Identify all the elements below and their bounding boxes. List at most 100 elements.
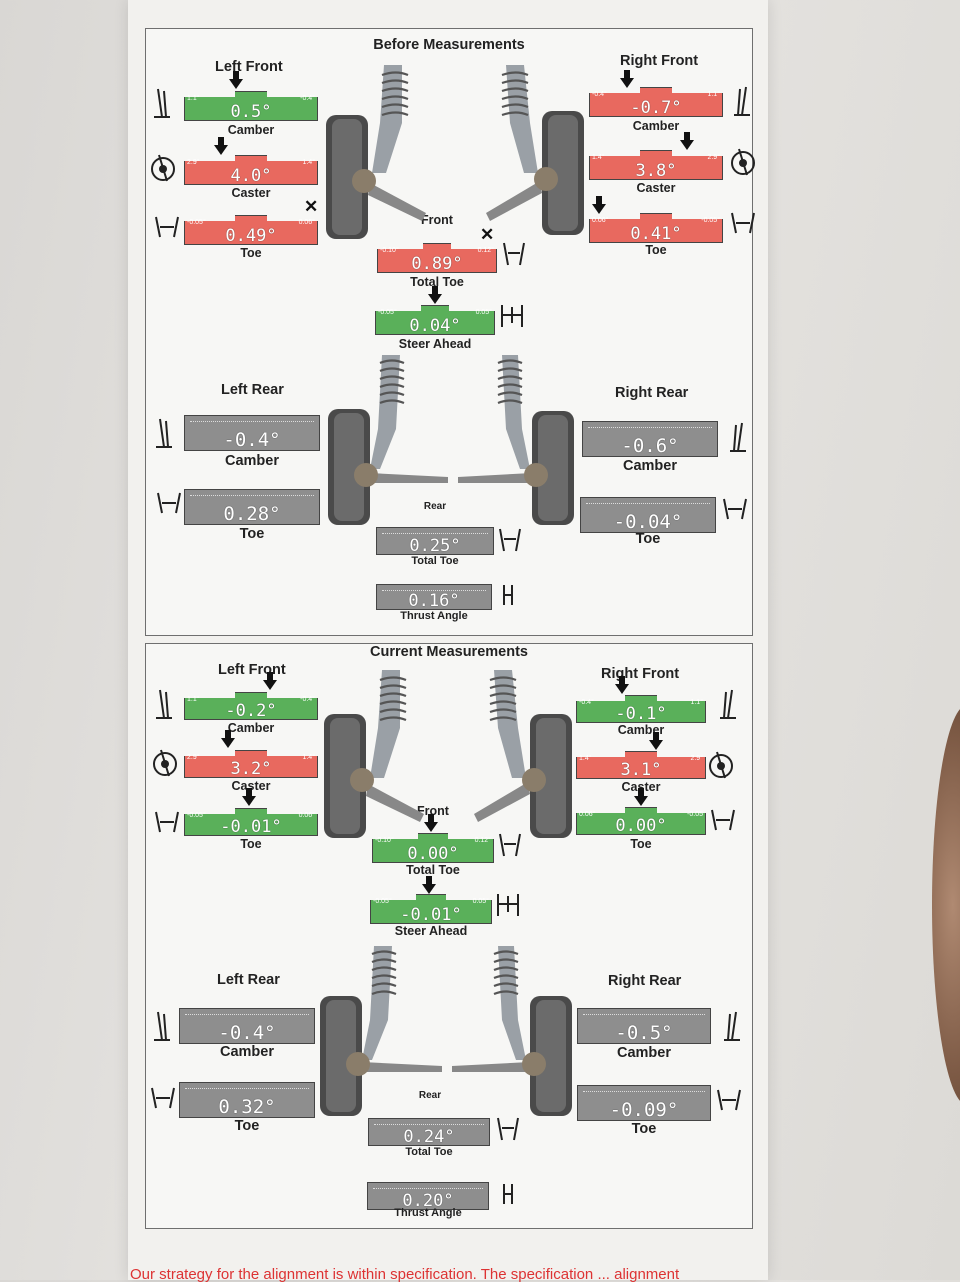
rf-toe-icon (711, 809, 735, 831)
thrust-angle-gauge: 0.16° (376, 584, 492, 611)
front-axle-label: Front (417, 804, 449, 818)
gauge-min-label: 0.06° (592, 217, 609, 224)
gauge-min-label: 1.1° (187, 95, 200, 102)
gauge-range-notch (589, 86, 640, 93)
rf-caster-icon (731, 148, 755, 176)
gauge-bar (376, 527, 494, 555)
gauge-range-notch (184, 749, 235, 756)
lf-toe-indicator-arrow (242, 788, 256, 806)
gauge-max-label: 1.1° (707, 91, 720, 98)
lr-toe-caption: Toe (239, 526, 265, 542)
front-suspension-illustration (324, 670, 572, 838)
gauge-range-notch (267, 807, 318, 814)
rr-camber-caption: Camber (617, 1045, 671, 1061)
rf-caster-icon (709, 751, 733, 779)
gauge-value: 3.1° (620, 760, 662, 780)
rr-camber-icon (730, 422, 746, 452)
rr-toe-caption: Toe (631, 1121, 657, 1137)
rf-toe-caption: Toe (630, 837, 652, 851)
gauge-tick-marks (583, 1014, 705, 1016)
front-total-toe-caption: Total Toe (406, 863, 460, 877)
lf-toe-caption: Toe (240, 837, 262, 851)
gauge-min-label: -0.10° (375, 837, 394, 844)
gauge-value: -0.2° (225, 701, 277, 721)
rf-camber-icon (720, 689, 736, 719)
gauge-range-notch (267, 749, 318, 756)
lf-camber-indicator-arrow (263, 672, 277, 690)
lr-toe-icon (157, 492, 181, 514)
left-rear-label: Left Rear (217, 972, 280, 988)
rf-toe-gauge: 0.06°-0.05°0.41° (589, 212, 723, 244)
gauge-bar (368, 1118, 490, 1146)
gauge-value: 0.89° (411, 254, 463, 274)
gauge-min-label: 1.4° (579, 755, 592, 762)
rr-camber-gauge: -0.6° (582, 421, 718, 457)
rf-camber-gauge: -0.4°1.1°-0.7° (589, 86, 723, 118)
lr-camber-gauge: -0.4° (179, 1008, 315, 1044)
gauge-range-notch (672, 212, 723, 219)
gauge-min-label: 1.4° (592, 154, 605, 161)
thrust-angle-caption: Thrust Angle (394, 1207, 462, 1219)
lf-camber-gauge: 1.1°-0.4°0.5° (184, 90, 318, 122)
gauge-bar (367, 1182, 489, 1210)
gauge-range-notch (377, 242, 423, 249)
gauge-value: -0.6° (621, 435, 679, 457)
lf-toe-icon (155, 216, 179, 238)
lr-toe-gauge: 0.28° (184, 489, 320, 525)
rf-toe-indicator-arrow (592, 196, 606, 214)
gauge-value: 0.32° (218, 1096, 276, 1118)
lf-camber-gauge: 1.1°-0.4°-0.2° (184, 691, 318, 721)
gauge-value: 0.04° (409, 316, 461, 336)
steer-ahead-indicator-arrow (422, 876, 436, 894)
gauge-range-notch (267, 90, 318, 97)
lr-toe-gauge: 0.32° (179, 1082, 315, 1118)
gauge-tick-marks (374, 1124, 484, 1126)
lr-toe-caption: Toe (234, 1118, 260, 1134)
rr-toe-caption: Toe (635, 531, 661, 547)
front-total-toe-gauge: -0.10°0.12°0.00° (372, 832, 494, 864)
gauge-min-label: 0.06° (579, 811, 596, 818)
gauge-value: 0.00° (407, 844, 459, 864)
gauge-value: 0.20° (402, 1191, 454, 1211)
lf-toe-out-of-range-x-icon: ✕ (304, 197, 319, 216)
steer-ahead-gauge: -0.05°0.05°0.04° (375, 304, 495, 336)
rear-suspension-illustration (328, 355, 574, 525)
gauge-max-label: 0.06° (298, 812, 315, 819)
rf-caster-caption: Caster (621, 780, 661, 794)
steer-ahead-caption: Steer Ahead (398, 337, 472, 351)
steer-ahead-icon (497, 894, 519, 916)
gauge-tick-marks (382, 533, 488, 535)
rf-caster-indicator-arrow (649, 732, 663, 750)
gauge-range-notch (184, 691, 235, 698)
gauge-range-notch (672, 149, 723, 156)
before-measurements-panel: Before Measurements Left Front Right Fro… (145, 28, 755, 636)
gauge-value: -0.1° (615, 704, 667, 724)
gauge-max-label: -0.05° (701, 217, 720, 224)
gauge-range-notch (445, 893, 492, 900)
total-toe-out-of-range-x-icon: ✕ (480, 225, 495, 244)
gauge-max-label: 1.4° (302, 159, 315, 166)
gauge-range-notch (184, 807, 235, 814)
gauge-max-label: 0.05° (472, 898, 489, 905)
rear-total-toe-icon (499, 528, 521, 552)
rf-camber-caption: Camber (617, 723, 665, 737)
front-axle-label: Front (421, 213, 453, 227)
gauge-min-label: -0.05° (187, 812, 206, 819)
gauge-value: -0.4° (223, 429, 281, 451)
rr-camber-caption: Camber (623, 458, 677, 474)
gauge-range-notch (451, 242, 497, 249)
gauge-tick-marks (185, 1014, 309, 1016)
gauge-tick-marks (190, 495, 314, 497)
gauge-value: -0.04° (613, 511, 683, 533)
gauge-bar (376, 584, 492, 610)
gauge-tick-marks (373, 1188, 483, 1190)
gauge-tick-marks (588, 427, 712, 429)
rf-camber-indicator-arrow (615, 676, 629, 694)
gauge-range-notch (589, 149, 640, 156)
gauge-value: -0.09° (609, 1099, 679, 1121)
front-total-toe-icon (499, 833, 521, 857)
gauge-range-notch (656, 694, 706, 701)
gauge-range-notch (576, 694, 626, 701)
right-rear-label: Right Rear (608, 973, 682, 989)
